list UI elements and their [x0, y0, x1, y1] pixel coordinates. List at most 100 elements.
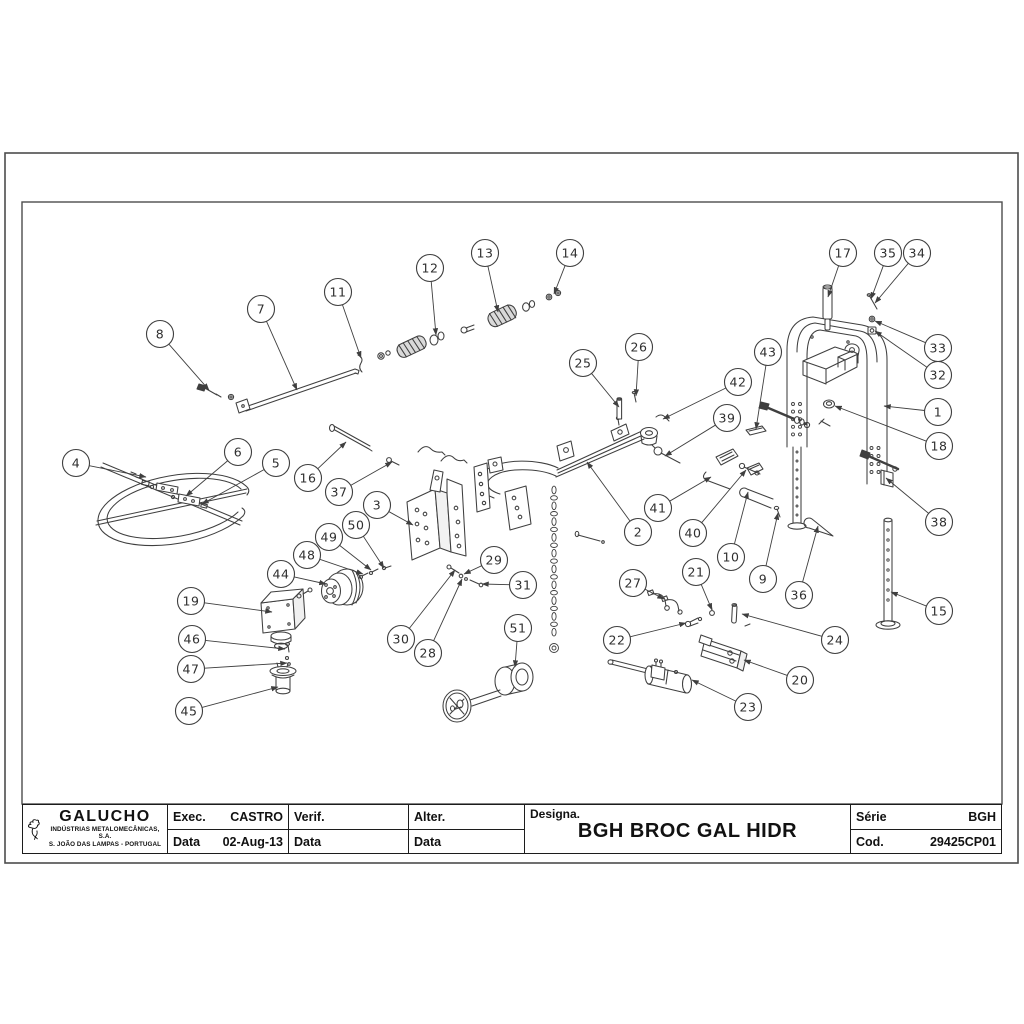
- exec-label: Exec.: [173, 810, 206, 824]
- verif-column: Verif. Data: [288, 805, 408, 853]
- callout-5: 5: [201, 448, 291, 505]
- callout-36: 36: [784, 525, 819, 610]
- callout-15: 15: [890, 591, 954, 626]
- alter-label: Alter.: [414, 810, 446, 824]
- callout-8: 8: [145, 319, 210, 391]
- callout-50: 50: [341, 510, 385, 569]
- callout-32: 32: [874, 330, 953, 390]
- callout-48: 48: [292, 540, 364, 575]
- svg-text:44: 44: [273, 566, 290, 581]
- svg-text:22: 22: [609, 632, 626, 647]
- callout-24: 24: [741, 613, 850, 655]
- part-gearbox: [260, 587, 313, 650]
- svg-text:49: 49: [321, 529, 338, 544]
- callout-9: 9: [748, 512, 780, 594]
- svg-text:28: 28: [420, 645, 437, 660]
- designation-value: BGH BROC GAL HIDR: [577, 820, 798, 842]
- svg-text:33: 33: [930, 340, 947, 355]
- callout-46: 46: [177, 624, 286, 654]
- svg-text:26: 26: [631, 339, 648, 354]
- callout-11: 11: [323, 277, 362, 359]
- svg-text:51: 51: [510, 620, 527, 635]
- rooster-logo-icon: [28, 819, 40, 840]
- part-yoke-beam: [473, 415, 659, 531]
- svg-text:8: 8: [156, 326, 164, 341]
- part-hydraulic-cylinder: [607, 658, 693, 694]
- svg-text:6: 6: [234, 444, 242, 459]
- svg-text:19: 19: [183, 593, 200, 608]
- title-block: GALUCHO INDÚSTRIAS METALOMECÂNICAS, S.A.…: [22, 804, 1002, 854]
- part-top-pins: [822, 284, 878, 335]
- svg-text:10: 10: [723, 549, 740, 564]
- verif-data-label: Data: [294, 834, 322, 849]
- callout-25: 25: [568, 348, 620, 408]
- svg-text:34: 34: [909, 245, 926, 260]
- chain-and-holes: [549, 402, 890, 653]
- svg-text:32: 32: [930, 367, 947, 382]
- svg-text:42: 42: [730, 374, 747, 389]
- exec-data-value: 02-Aug-13: [222, 834, 283, 849]
- callout-18: 18: [834, 405, 954, 461]
- serie-label: Série: [856, 810, 887, 824]
- callout-34: 34: [874, 238, 932, 304]
- part-stand-leg: [875, 517, 901, 630]
- callout-1: 1: [883, 397, 953, 427]
- svg-text:39: 39: [719, 410, 736, 425]
- svg-text:16: 16: [300, 470, 317, 485]
- company-logo: GALUCHO INDÚSTRIAS METALOMECÂNICAS, S.A.…: [23, 805, 167, 853]
- svg-text:13: 13: [477, 245, 494, 260]
- callout-44: 44: [266, 559, 327, 589]
- callout-6: 6: [185, 437, 253, 497]
- company-address-line1: INDÚSTRIAS METALOMECÂNICAS, S.A.: [50, 825, 160, 841]
- svg-text:2: 2: [634, 524, 642, 539]
- callout-14: 14: [553, 238, 585, 295]
- company-address-line2: S. JOÃO DAS LAMPAS - PORTUGAL: [48, 841, 162, 849]
- svg-text:15: 15: [931, 603, 948, 618]
- cod-label: Cod.: [856, 834, 884, 849]
- callout-28: 28: [413, 578, 463, 668]
- exec-value: CASTRO: [230, 810, 283, 824]
- svg-text:45: 45: [181, 703, 198, 718]
- callout-30: 30: [386, 569, 456, 654]
- part-channel-bracket: [698, 634, 748, 672]
- callout-12: 12: [415, 253, 445, 336]
- part-ring-guard: [95, 462, 250, 547]
- callout-2: 2: [586, 461, 653, 547]
- callout-31: 31: [481, 570, 538, 600]
- cod-value: 29425CP01: [929, 834, 996, 849]
- callout-49: 49: [314, 522, 372, 571]
- svg-text:11: 11: [330, 284, 347, 299]
- callout-27: 27: [618, 568, 665, 600]
- svg-text:17: 17: [835, 245, 852, 260]
- svg-text:29: 29: [486, 552, 503, 567]
- svg-text:38: 38: [931, 514, 948, 529]
- svg-text:40: 40: [685, 525, 702, 540]
- svg-text:14: 14: [562, 245, 579, 260]
- svg-text:36: 36: [791, 587, 808, 602]
- serie-value: BGH: [968, 810, 996, 824]
- svg-text:4: 4: [72, 455, 80, 470]
- designation-cell: Designa. BGH BROC GAL HIDR: [524, 805, 850, 853]
- part-pin-and-clips: [328, 423, 468, 466]
- callout-4: 4: [61, 448, 147, 479]
- callout-10: 10: [716, 491, 749, 572]
- part-hub-hardware: [269, 642, 297, 695]
- callout-43: 43: [753, 337, 783, 430]
- svg-text:20: 20: [792, 672, 809, 687]
- callout-40: 40: [678, 469, 747, 548]
- callout-20: 20: [743, 659, 815, 695]
- svg-text:31: 31: [515, 577, 532, 592]
- callout-47: 47: [176, 654, 288, 684]
- svg-text:25: 25: [575, 355, 592, 370]
- callout-37: 37: [324, 461, 393, 507]
- svg-text:35: 35: [880, 245, 897, 260]
- part-mounting-bracket: [406, 469, 484, 588]
- alter-column: Alter. Data: [408, 805, 524, 853]
- svg-text:5: 5: [272, 455, 280, 470]
- svg-text:23: 23: [740, 699, 757, 714]
- svg-text:21: 21: [688, 564, 705, 579]
- exec-column: Exec. CASTRO Data 02-Aug-13: [167, 805, 288, 853]
